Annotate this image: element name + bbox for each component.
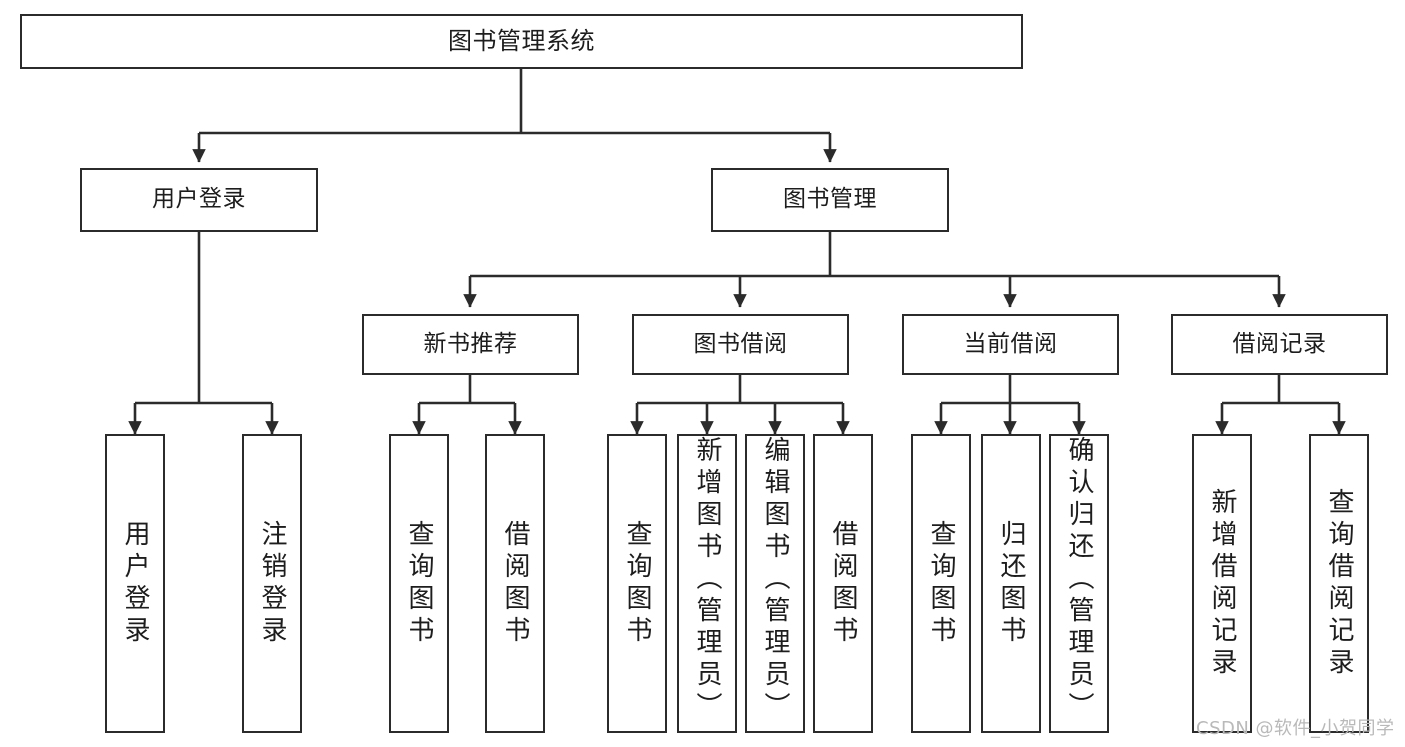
node-label: 编辑图书（管理员） bbox=[760, 436, 790, 724]
node-leaf-edit-book[interactable]: 编辑图书（管理员） bbox=[745, 434, 805, 733]
node-label: 归还图书 bbox=[996, 519, 1026, 648]
node-leaf-borrow-book-2[interactable]: 借阅图书 bbox=[813, 434, 873, 733]
node-leaf-logout[interactable]: 注销登录 bbox=[242, 434, 302, 733]
node-label: 图书管理 bbox=[783, 186, 877, 213]
node-borrow-record[interactable]: 借阅记录 bbox=[1171, 314, 1388, 375]
node-label: 新增图书（管理员） bbox=[692, 436, 722, 724]
node-book-management-system[interactable]: 图书管理系统 bbox=[20, 14, 1023, 69]
node-leaf-add-book[interactable]: 新增图书（管理员） bbox=[677, 434, 737, 733]
node-label: 借阅图书 bbox=[828, 519, 858, 648]
node-leaf-return-book[interactable]: 归还图书 bbox=[981, 434, 1041, 733]
node-leaf-query-book-1[interactable]: 查询图书 bbox=[389, 434, 449, 733]
node-label: 注销登录 bbox=[257, 519, 287, 648]
node-label: 查询借阅记录 bbox=[1324, 487, 1354, 680]
node-label: 确认归还（管理员） bbox=[1064, 436, 1094, 724]
node-leaf-borrow-book-1[interactable]: 借阅图书 bbox=[485, 434, 545, 733]
node-book-borrow[interactable]: 图书借阅 bbox=[632, 314, 849, 375]
node-book-management[interactable]: 图书管理 bbox=[711, 168, 949, 232]
node-label: 新书推荐 bbox=[423, 330, 518, 357]
node-leaf-add-record[interactable]: 新增借阅记录 bbox=[1192, 434, 1252, 733]
node-label: 用户登录 bbox=[152, 186, 246, 213]
node-label: 图书借阅 bbox=[693, 330, 788, 357]
node-label: 图书管理系统 bbox=[448, 27, 595, 56]
node-label: 查询图书 bbox=[926, 519, 956, 648]
node-leaf-query-record[interactable]: 查询借阅记录 bbox=[1309, 434, 1369, 733]
node-leaf-query-book-2[interactable]: 查询图书 bbox=[607, 434, 667, 733]
node-current-borrow[interactable]: 当前借阅 bbox=[902, 314, 1119, 375]
node-user-login[interactable]: 用户登录 bbox=[80, 168, 318, 232]
node-label: 新增借阅记录 bbox=[1207, 487, 1237, 680]
node-label: 借阅图书 bbox=[500, 519, 530, 648]
node-label: 查询图书 bbox=[622, 519, 652, 648]
csdn-watermark: CSDN @软件_小贺同学 bbox=[1196, 718, 1395, 739]
node-label: 借阅记录 bbox=[1232, 330, 1327, 357]
node-label: 用户登录 bbox=[120, 519, 150, 648]
node-leaf-user-login[interactable]: 用户登录 bbox=[105, 434, 165, 733]
node-label: 查询图书 bbox=[404, 519, 434, 648]
node-new-book-recommend[interactable]: 新书推荐 bbox=[362, 314, 579, 375]
node-leaf-confirm-return[interactable]: 确认归还（管理员） bbox=[1049, 434, 1109, 733]
node-label: 当前借阅 bbox=[963, 330, 1058, 357]
node-leaf-query-book-3[interactable]: 查询图书 bbox=[911, 434, 971, 733]
